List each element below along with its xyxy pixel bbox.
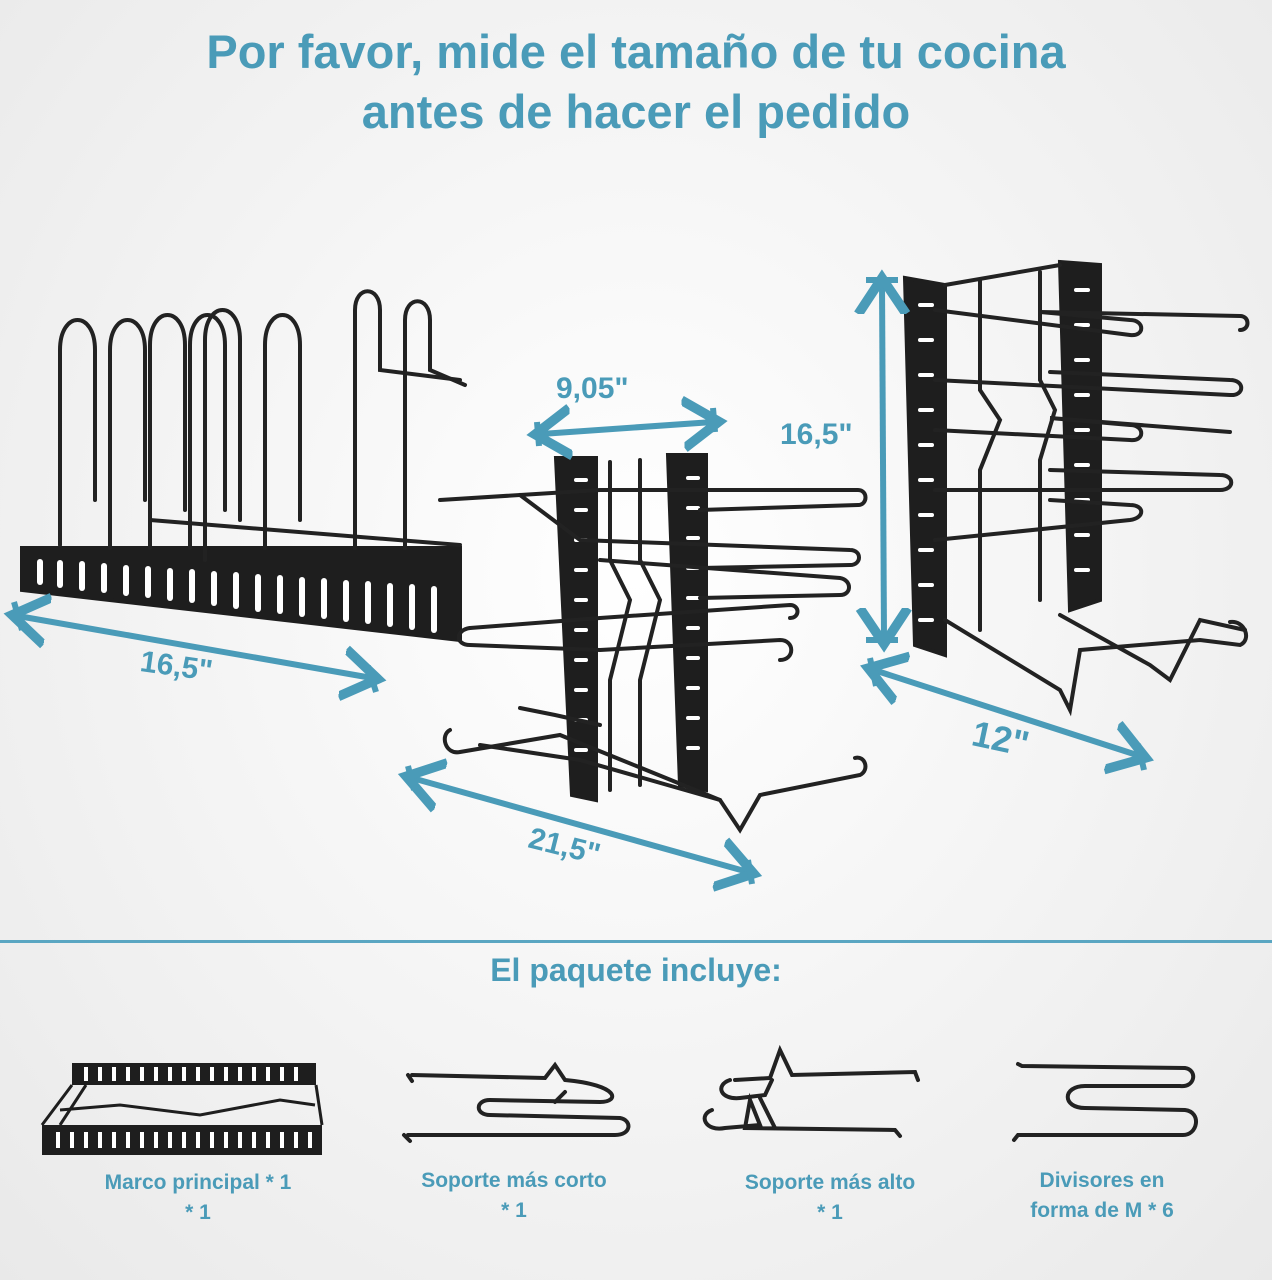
horizontal-rack-product — [20, 289, 467, 643]
dim-right-height-label: 16,5" — [780, 418, 853, 451]
package-item-tall-support: Soporte más alto * 1 — [700, 1168, 960, 1228]
dimension-arrows — [14, 280, 1144, 884]
package-item-label: Marco principal * 1 — [104, 1171, 292, 1194]
section-divider — [0, 940, 1272, 943]
short-support-part — [402, 1061, 631, 1143]
package-item-m-dividers: Divisores en forma de M * 6 — [972, 1166, 1232, 1226]
package-item-short-support: Soporte más corto * 1 — [384, 1166, 644, 1226]
dim-middle-top-label: 9,05" — [556, 372, 629, 405]
vertical-rack-product — [438, 453, 868, 834]
package-item-label: Soporte más corto — [421, 1169, 607, 1192]
page-title: Por favor, mide el tamaño de tu cocina a… — [0, 22, 1272, 142]
tall-support-part — [702, 1044, 920, 1138]
title-line-2: antes de hacer el pedido — [361, 85, 911, 138]
package-item-quantity: * 1 — [817, 1201, 843, 1224]
main-frame-part — [40, 1063, 324, 1155]
package-title: El paquete incluye: — [490, 952, 782, 988]
package-item-quantity: * 1 — [185, 1201, 211, 1224]
package-item-quantity: * 1 — [501, 1199, 527, 1222]
m-divider-part — [1012, 1062, 1198, 1142]
package-item-main-frame: Marco principal * 1 * 1 — [68, 1168, 328, 1228]
title-line-1: Por favor, mide el tamaño de tu cocina — [206, 25, 1066, 78]
package-item-quantity: forma de M * 6 — [1030, 1199, 1174, 1222]
tall-rack-product — [902, 259, 1250, 717]
package-item-label: Soporte más alto — [744, 1171, 916, 1194]
package-item-label: Divisores en — [1039, 1169, 1165, 1192]
